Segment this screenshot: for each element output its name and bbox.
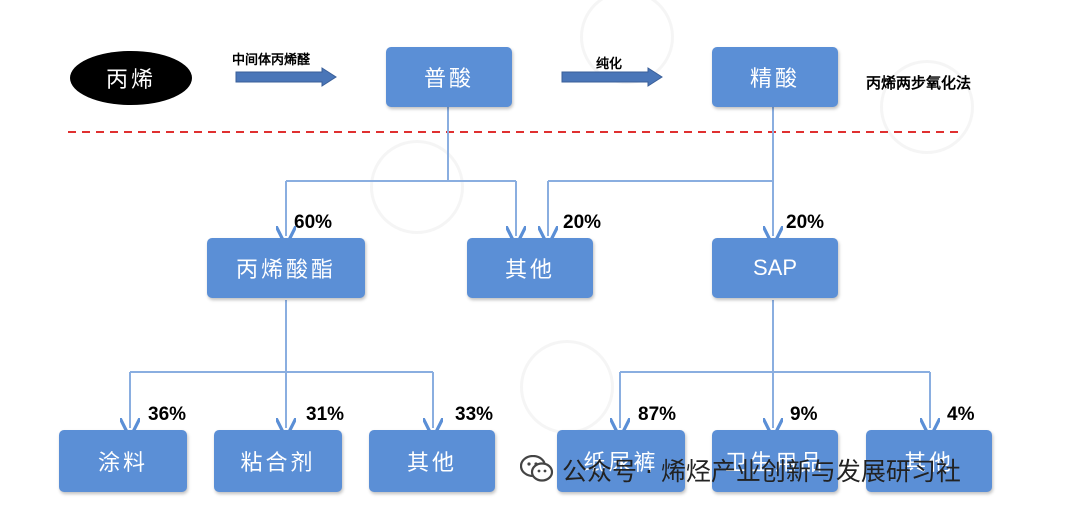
method-label: 丙烯两步氧化法 — [866, 74, 972, 92]
other-a-pct: 33% — [455, 404, 494, 425]
wechat-icon — [520, 455, 554, 482]
other-b-node: 其他 — [866, 430, 992, 492]
intermediate-label: 中间体丙烯醛 — [232, 53, 311, 68]
coating-node: 涂料 — [59, 430, 187, 492]
arrow-purify — [561, 67, 663, 87]
sap-pct: 20% — [786, 212, 825, 233]
coating-pct: 36% — [148, 404, 187, 425]
other-label: 其他 — [504, 258, 555, 283]
background-stamp — [370, 140, 464, 234]
acrylate-pct: 60% — [294, 212, 333, 233]
background-stamp — [880, 60, 974, 154]
acrylate-label: 丙烯酸酯 — [235, 258, 336, 283]
crude-acid-node: 普酸 — [386, 47, 512, 107]
refined-acid-node: 精酸 — [712, 47, 838, 107]
crude-acid-label: 普酸 — [423, 67, 474, 92]
other-a-node: 其他 — [369, 430, 495, 492]
refined-acid-label: 精酸 — [749, 67, 800, 92]
sanitary-node: 卫生用品 — [712, 430, 838, 492]
sap-label: SAP — [752, 255, 798, 280]
watermark-text: 公众号 · 烯烃产业创新与发展研习社 — [562, 457, 961, 486]
other-b-label: 其他 — [903, 451, 954, 476]
diapers-node: 纸尿裤 — [557, 430, 685, 492]
acrylate-node: 丙烯酸酯 — [207, 238, 365, 298]
diapers-pct: 87% — [638, 404, 677, 425]
purify-label: 纯化 — [596, 57, 623, 72]
sap-node: SAP — [712, 238, 838, 298]
propylene-node: 丙烯 — [70, 51, 192, 105]
other-pct: 20% — [563, 212, 602, 233]
sanitary-label: 卫生用品 — [724, 451, 825, 476]
adhesive-node: 粘合剂 — [214, 430, 342, 492]
diapers-label: 纸尿裤 — [583, 451, 659, 476]
other-node: 其他 — [467, 238, 593, 298]
coating-label: 涂料 — [97, 451, 148, 476]
adhesive-label: 粘合剂 — [240, 451, 316, 476]
other-a-label: 其他 — [406, 451, 457, 476]
adhesive-pct: 31% — [306, 404, 345, 425]
propylene-label: 丙烯 — [105, 68, 156, 93]
sanitary-pct: 9% — [790, 404, 818, 425]
other-b-pct: 4% — [947, 404, 975, 425]
arrow-intermediate — [235, 67, 337, 87]
